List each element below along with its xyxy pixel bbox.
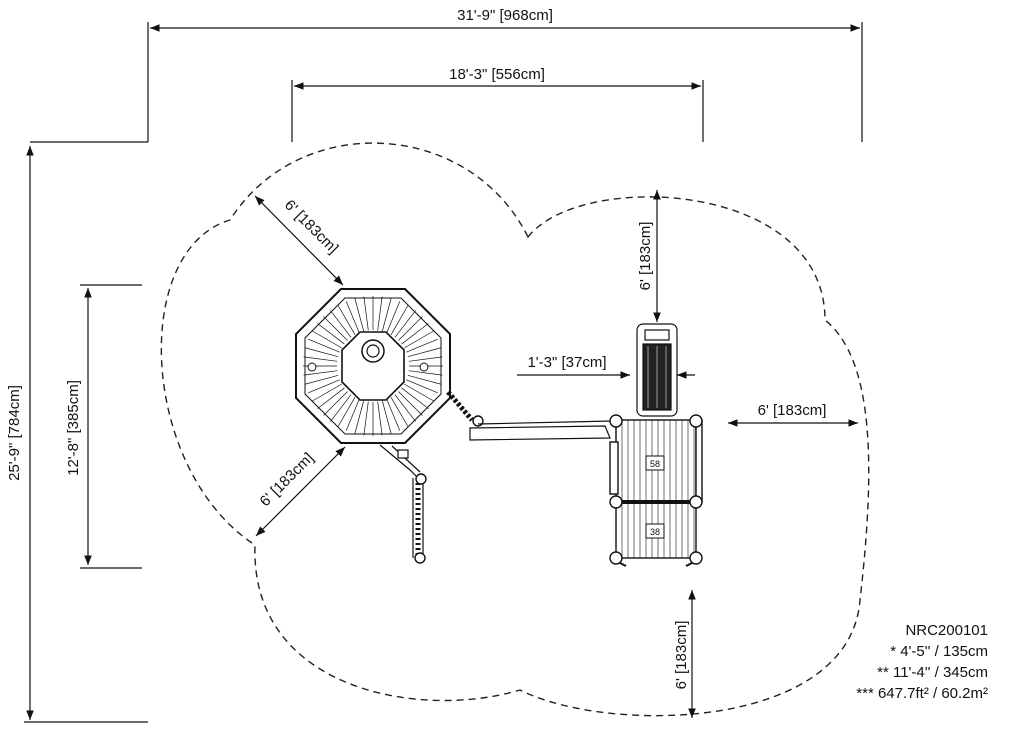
tower-clearance-label: 6' [183cm] <box>637 222 654 291</box>
inner-width-label: 18'-3" [556cm] <box>449 66 545 83</box>
deck-structure <box>609 419 703 567</box>
safety-zone-outline <box>160 142 870 717</box>
product-info-block: NRC200101 * 4'-5'' / 135cm ** 11'-4'' / … <box>856 620 988 704</box>
connector-bridges <box>379 390 474 558</box>
diagonal-top-clearance-label: 6' [183cm] <box>281 197 342 258</box>
use-zone-area: *** 647.7ft² / 60.2m² <box>856 685 988 702</box>
right-clearance-label: 6' [183cm] <box>758 402 827 419</box>
model-number: NRC200101 <box>905 622 988 639</box>
diagonal-bottom-clearance-label: 6' [183cm] <box>257 450 318 511</box>
free-fall-height: * 4'-5'' / 135cm <box>890 643 988 660</box>
octagon-roof <box>295 288 451 444</box>
bottom-clearance-label: 6' [183cm] <box>673 621 690 690</box>
max-height: ** 11'-4'' / 345cm <box>877 664 988 681</box>
dimension-lines <box>24 22 863 723</box>
deck-upper-label: 58 <box>650 459 660 469</box>
walkway <box>469 420 613 441</box>
inner-depth-label: 12'-8" [385cm] <box>65 380 82 476</box>
overall-depth-label: 25'-9" [784cm] <box>6 385 23 481</box>
connector-posts <box>414 415 484 564</box>
deck-lower-label: 38 <box>650 527 660 537</box>
slide-width-label: 1'-3" [37cm] <box>527 354 606 371</box>
tube-slide <box>636 323 678 417</box>
overall-width-label: 31'-9" [968cm] <box>457 7 553 24</box>
deck-posts <box>609 414 703 565</box>
